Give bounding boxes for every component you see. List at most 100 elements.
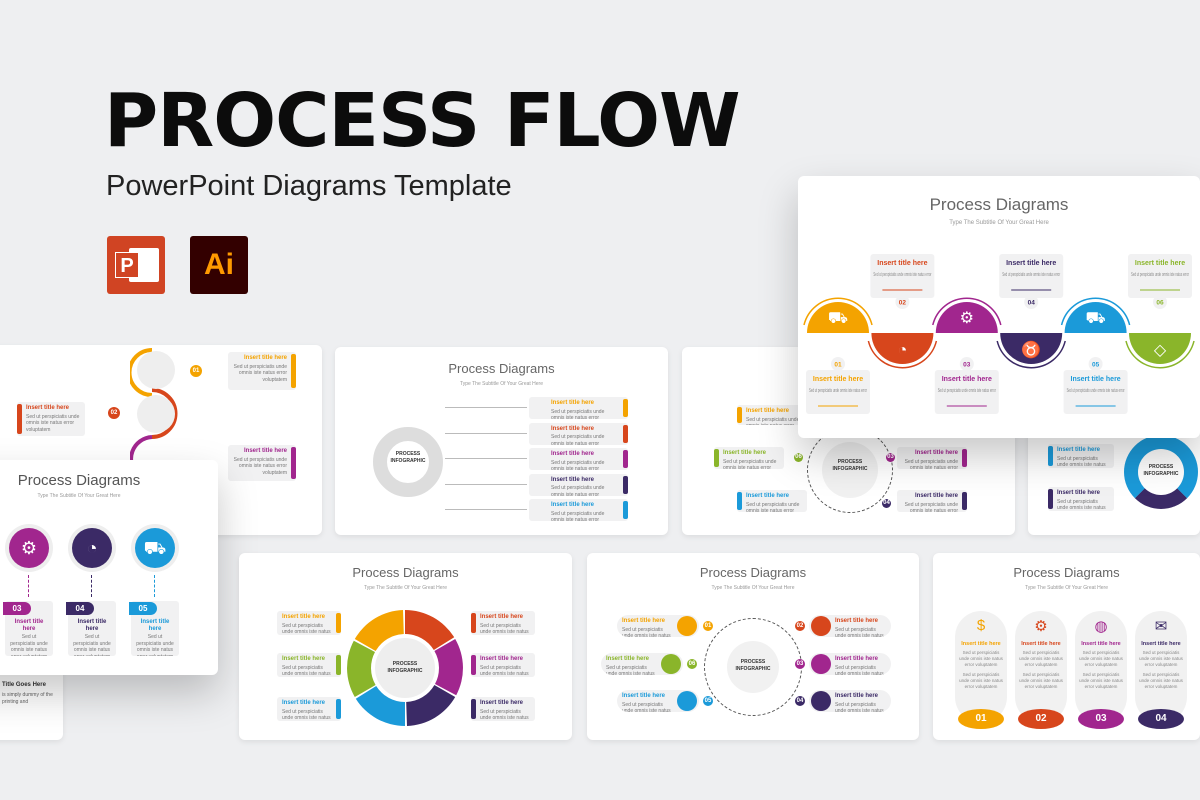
item-title: Insert title here	[1141, 641, 1181, 647]
item-body: Sed ut perspiciatis unde omnis iste natu…	[233, 363, 287, 383]
step-number: 02	[795, 621, 805, 631]
hub-center	[727, 641, 779, 693]
step-number: 06	[1156, 300, 1164, 307]
step-number: 01	[190, 365, 202, 377]
money-hand-icon: $	[976, 617, 986, 634]
infographic-label: PROCESS	[1148, 464, 1174, 470]
step-number: 03	[1078, 709, 1124, 729]
step-number: 03	[886, 453, 895, 462]
color-tab	[962, 492, 967, 510]
item-title: Insert title here	[1021, 641, 1061, 647]
wave-outline	[1125, 340, 1195, 369]
item-body: Sed ut perspiciatis unde omnis iste natu…	[1057, 498, 1106, 512]
gear-icon: ⚙	[960, 310, 974, 327]
step-number: 02	[1018, 709, 1064, 729]
item-body: Sed ut perspiciatis unde omnis iste natu…	[746, 501, 800, 513]
wave-outline	[867, 340, 938, 369]
item-body: Sed ut perspiciatis unde omnis iste natu…	[873, 272, 931, 278]
item-body: Sed ut perspiciatis unde omnis iste natu…	[73, 634, 111, 656]
wave-segment	[1129, 333, 1191, 364]
connector-line	[445, 509, 527, 510]
connector-line	[445, 407, 527, 408]
step-number: 03	[3, 602, 31, 615]
slide-title: Process Diagrams	[352, 565, 459, 580]
truck-icon: ⛟	[1086, 310, 1106, 327]
wave-segment	[871, 333, 934, 364]
lightbulb-icon	[137, 351, 175, 389]
step-icon	[677, 691, 697, 711]
item-body: Sed ut perspiciatis unde omnis iste natu…	[1131, 272, 1189, 278]
dashed-connector	[28, 575, 29, 597]
color-tab	[1048, 489, 1053, 509]
item-body: Sed ut perspiciatis unde omnis iste natu…	[835, 626, 884, 638]
item-title: Insert title here	[14, 619, 44, 632]
item-title: Insert title here	[1135, 260, 1185, 267]
item-title: Insert title here	[961, 641, 1001, 647]
item-body: Sed ut perspiciatis unde omnis iste natu…	[809, 388, 867, 394]
number-badge	[1024, 295, 1039, 309]
infographic-label: INFOGRAPHIC	[832, 466, 868, 472]
wave-outline	[1060, 297, 1131, 326]
step-icon	[811, 654, 831, 674]
item-title: Insert title here	[243, 355, 287, 361]
slide-title: Process Diagrams	[17, 472, 141, 489]
item-title: Insert title here	[1071, 376, 1121, 383]
item-title: Insert title here	[914, 493, 958, 499]
item-body: Sed ut perspiciatis unde omnis iste natu…	[904, 501, 958, 513]
item-title: Insert title here	[835, 618, 879, 624]
number-badge	[959, 357, 974, 371]
item-title: Insert title here	[942, 376, 992, 383]
envelope-icon: ✉	[1154, 618, 1168, 635]
step-number: 01	[834, 362, 842, 369]
piggy-bank-icon: ♉	[1021, 340, 1041, 359]
step-number: 03	[795, 659, 805, 669]
slide-subtitle: Type The Subtitle Of Your Great Here	[711, 585, 795, 591]
slide-wave-process[interactable]: Process Diagrams Type The Subtitle Of Yo…	[798, 176, 1200, 438]
number-badge	[895, 295, 910, 309]
item-title: Insert title here	[746, 408, 790, 414]
color-tab	[336, 699, 341, 719]
illustrator-icon-letter: Ai	[204, 248, 234, 281]
step-number: 05	[129, 602, 157, 615]
color-tab	[623, 399, 628, 417]
item-body: Sed ut perspiciatis unde omnis iste natu…	[10, 634, 48, 656]
item-title: Insert title here	[1081, 641, 1121, 647]
hub-center	[822, 442, 878, 498]
item-title: Insert title here	[551, 502, 595, 508]
slide-title: Process Diagrams	[1013, 565, 1120, 580]
item-title: Insert title here	[622, 693, 666, 699]
item-title: Insert title here	[746, 493, 790, 499]
item-body: Sed ut perspiciatis unde omnis iste natu…	[480, 622, 529, 636]
color-tab	[962, 449, 967, 467]
